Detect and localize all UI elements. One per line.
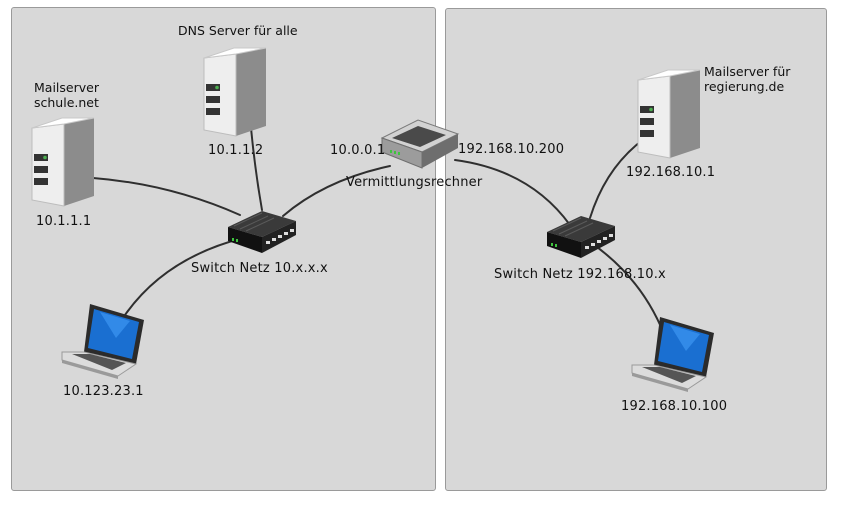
network-zone-right bbox=[445, 8, 827, 491]
link-switch-left-router bbox=[282, 165, 391, 217]
laptop-icon[interactable] bbox=[630, 313, 720, 393]
laptop-left-ip: 10.123.23.1 bbox=[63, 384, 144, 399]
mailserver-right-caption-line2: regierung.de bbox=[704, 79, 785, 94]
dns-server-ip: 10.1.1.2 bbox=[208, 143, 264, 158]
link-router-switch-right bbox=[454, 159, 571, 226]
link-mail-left-switch-left bbox=[92, 177, 241, 216]
server-tower-icon[interactable] bbox=[200, 44, 270, 140]
laptop-icon[interactable] bbox=[60, 300, 150, 380]
mailserver-left-caption-line1: Mailserver bbox=[34, 80, 99, 95]
router-ip-right: 192.168.10.200 bbox=[458, 142, 565, 157]
mailserver-right-ip: 192.168.10.1 bbox=[626, 165, 716, 180]
mailserver-left-ip: 10.1.1.1 bbox=[36, 214, 92, 229]
mailserver-left-caption-line2: schule.net bbox=[34, 95, 99, 110]
link-switch-left-laptop-left bbox=[124, 237, 244, 316]
laptop-right-ip: 192.168.10.100 bbox=[621, 399, 728, 414]
link-dns-switch-left bbox=[250, 127, 263, 211]
dns-server-caption: DNS Server für alle bbox=[178, 23, 298, 38]
mailserver-right-caption-line1: Mailserver für bbox=[704, 64, 791, 79]
router-name: Vermittlungsrechner bbox=[346, 175, 483, 190]
router-ip-left: 10.0.0.1 bbox=[330, 143, 386, 158]
link-mail-right-switch-right bbox=[589, 141, 641, 219]
server-tower-icon[interactable] bbox=[28, 114, 98, 210]
network-switch-icon[interactable] bbox=[545, 210, 617, 260]
server-tower-icon[interactable] bbox=[634, 66, 704, 162]
router-icon[interactable] bbox=[380, 116, 460, 172]
switch-left-name: Switch Netz 10.x.x.x bbox=[191, 261, 328, 276]
network-switch-icon[interactable] bbox=[226, 205, 298, 255]
switch-right-name: Switch Netz 192.168.10.x bbox=[494, 267, 666, 282]
